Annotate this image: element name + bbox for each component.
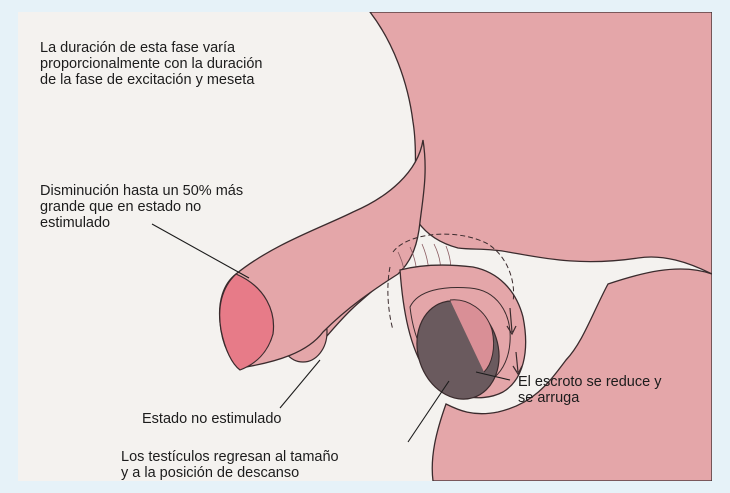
motion-arrows [506, 307, 523, 376]
leader-lines [151, 223, 511, 443]
size-decrease-label: Disminución hasta un 50% más grande que … [40, 183, 244, 231]
resolution-glans [219, 273, 275, 371]
anatomy-illustration [151, 12, 712, 481]
thigh [431, 268, 712, 481]
illustration-panel: La duración de esta fase varía proporcio… [18, 12, 712, 481]
unstimulated-state-label: Estado no estimulado [142, 411, 282, 427]
scrotum-label: El escroto se reduce y se arruga [518, 374, 662, 406]
duration-label: La duración de esta fase varía proporcio… [40, 40, 263, 88]
body-silhouette [369, 12, 712, 275]
testes-label: Los testículos regresan al tamaño y a la… [121, 449, 339, 481]
epididymis [449, 299, 495, 373]
previous-position-dashed [392, 233, 515, 303]
